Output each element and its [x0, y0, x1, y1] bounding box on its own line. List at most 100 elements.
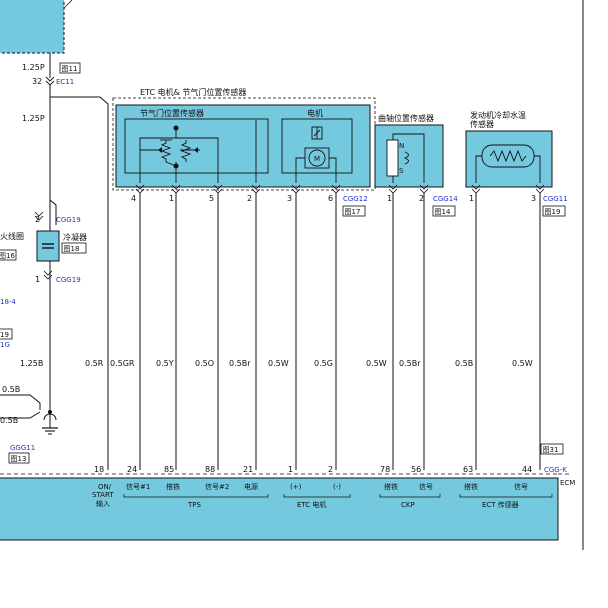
ckp-fig: 图14 — [432, 205, 456, 217]
condenser-fig: 图18 — [61, 242, 87, 254]
tps-wiper-arrow-2 — [194, 147, 198, 153]
ect-pin-1: 1 — [469, 194, 474, 203]
ignition-coil-label: 火线圈 — [0, 231, 24, 241]
top-conn: EC11 — [56, 78, 74, 86]
ecm-pin: 63 — [463, 465, 473, 474]
etc-group: ETC 电机 — [297, 500, 326, 509]
ect-bracket — [459, 494, 553, 498]
ground-fig: 图13 — [8, 452, 30, 464]
condenser-pin-bot: 1 — [35, 275, 40, 284]
etc-fig: 图17 — [342, 205, 366, 217]
ground-icon — [42, 410, 58, 435]
ect-fig: 图19 — [542, 205, 566, 217]
svg-text:图31: 图31 — [543, 446, 559, 454]
tps-ground: 搭铁 — [166, 482, 180, 491]
motor-icon — [308, 149, 326, 167]
ckp-title: 曲轴位置传感器 — [378, 113, 434, 123]
left-fig19: 19 — [0, 328, 13, 340]
top-wire-gauge: 1.25P — [22, 63, 45, 72]
ect-title-2: 传感器 — [470, 119, 494, 129]
ckp-magnet — [386, 139, 399, 177]
condenser-label: 冷凝器 — [63, 232, 87, 242]
tps-box — [124, 118, 269, 174]
tps-title: 节气门位置传感器 — [140, 108, 204, 118]
wire-gauge: 0.5W — [512, 359, 533, 368]
svg-text:图11: 图11 — [62, 65, 78, 73]
ecm-conn: CGG-K — [544, 466, 567, 474]
ecm-pin: 85 — [164, 465, 174, 474]
ecm-pin: 88 — [205, 465, 215, 474]
ect-schematic — [475, 144, 541, 183]
wire-gauge: 0.5W — [268, 359, 289, 368]
tps-group: TPS — [187, 501, 201, 509]
condenser-box — [36, 230, 60, 262]
ecm-pin: 18 — [94, 465, 104, 474]
etc-pin-5: 5 — [209, 194, 214, 203]
left-wire-gauge-1: 1.25P — [22, 114, 45, 123]
svg-text:图14: 图14 — [435, 208, 451, 216]
on-start-1: ON/ — [98, 483, 112, 491]
ckp-module — [374, 124, 444, 188]
ckp-signal: 信号 — [419, 482, 433, 491]
ecm-pin: 56 — [411, 465, 421, 474]
svg-text:19: 19 — [0, 331, 9, 339]
svg-text:图16: 图16 — [0, 252, 15, 260]
ckp-n: N — [399, 142, 404, 150]
tps-schematic — [139, 120, 257, 183]
ect-conn: CGG11 — [543, 195, 568, 203]
ect-pin-3: 3 — [531, 194, 536, 203]
etc-pin-3: 3 — [287, 194, 292, 203]
motor-box — [281, 118, 353, 174]
ect-ground: 搭铁 — [464, 482, 478, 491]
ecm-pin: 1 — [288, 465, 293, 474]
wire-gauge: 0.5R — [85, 359, 104, 368]
ecm-module — [0, 477, 559, 541]
tps-signal1: 信号#1 — [126, 482, 150, 491]
motor-schematic — [295, 126, 337, 183]
ckp-bracket — [379, 494, 441, 498]
motor-title: 电机 — [307, 108, 323, 118]
tps-node-bottom — [173, 163, 179, 169]
on-start-2: START — [92, 491, 114, 499]
signal-wires — [139, 193, 541, 470]
wire-gauge: 0.5B — [455, 359, 473, 368]
ecm-label: ECM — [560, 479, 575, 487]
etc-plus: (+) — [290, 483, 302, 491]
ecm-pin: 2 — [328, 465, 333, 474]
ckp-pin-1: 1 — [387, 194, 392, 203]
ckp-pin-2: 2 — [419, 194, 424, 203]
left-wire-gauge-2: 1.25B — [20, 359, 43, 368]
top-connector-mark — [45, 76, 55, 86]
etc-bracket — [283, 494, 351, 498]
ect-title-1: 发动机冷却水温 — [470, 110, 526, 120]
ecm-fig: 图31 — [540, 443, 564, 455]
branch-wire — [50, 96, 109, 470]
ckp-conn: CGG14 — [433, 195, 458, 203]
etc-pin-2: 2 — [247, 194, 252, 203]
etc-title: ETC 电机& 节气门位置传感器 — [140, 87, 246, 97]
top-pin: 32 — [32, 77, 42, 86]
ect-group: ECT 传感器 — [482, 500, 519, 509]
etc-pin-1: 1 — [169, 194, 174, 203]
tps-signal2: 信号#2 — [205, 482, 229, 491]
top-fig-badge: 图11 — [59, 62, 81, 74]
svg-text:图13: 图13 — [11, 455, 27, 463]
svg-text:图18: 图18 — [64, 245, 80, 253]
wire-gauge: 0.5Br — [399, 359, 421, 368]
wire-gauge: 0.5Y — [156, 359, 174, 368]
condenser-conn-bot: CGG19 — [56, 276, 81, 284]
wire-05b-a: 0.5B — [2, 385, 20, 394]
on-start-3: 输入 — [96, 499, 110, 508]
ckp-s: S — [399, 167, 404, 175]
left-fig16: 图16 — [0, 249, 17, 261]
ckp-group: CKP — [401, 501, 415, 509]
svg-text:图17: 图17 — [345, 208, 361, 216]
ecm-pin: 21 — [243, 465, 253, 474]
top-left-module — [0, 0, 73, 54]
ckp-ground: 搭铁 — [384, 482, 398, 491]
ckp-schematic — [392, 133, 425, 183]
wire-05b-b: 0.5B — [0, 416, 18, 425]
condenser-pin-top: 2 — [35, 215, 40, 224]
tps-power: 电源 — [244, 482, 258, 491]
